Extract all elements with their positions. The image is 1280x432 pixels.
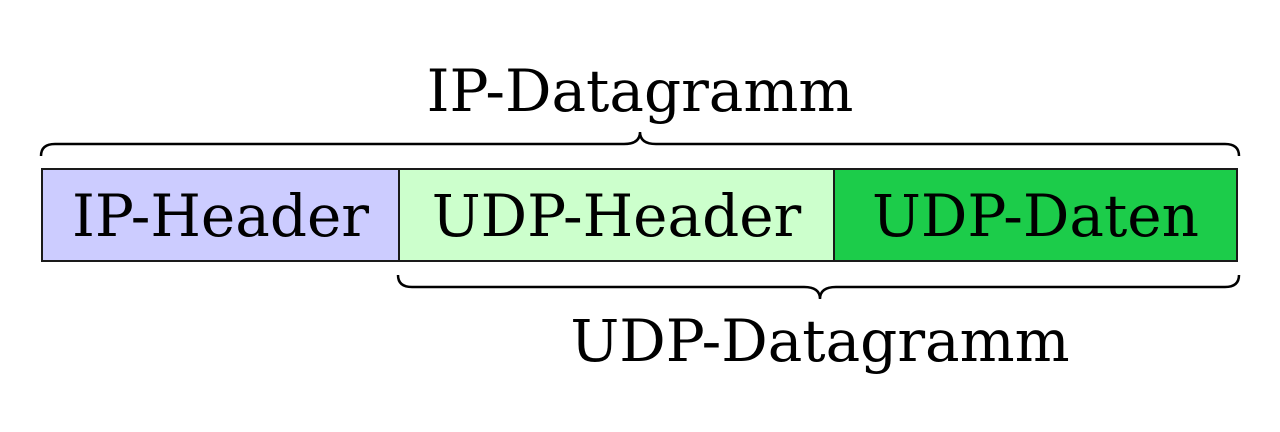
udp-datagram-brace (396, 274, 1241, 300)
ip-datagram-brace (39, 131, 1241, 157)
packet-row: IP-Header UDP-Header UDP-Daten (41, 168, 1238, 262)
ip-header-segment: IP-Header (43, 170, 400, 260)
ip-header-label: IP-Header (71, 182, 370, 250)
udp-data-label: UDP-Daten (872, 182, 1199, 250)
udp-header-segment: UDP-Header (400, 170, 835, 260)
udp-datagram-label: UDP-Datagramm (570, 307, 1070, 375)
ip-datagram-label: IP-Datagramm (426, 57, 854, 125)
udp-data-segment: UDP-Daten (835, 170, 1236, 260)
udp-header-label: UDP-Header (431, 182, 802, 250)
